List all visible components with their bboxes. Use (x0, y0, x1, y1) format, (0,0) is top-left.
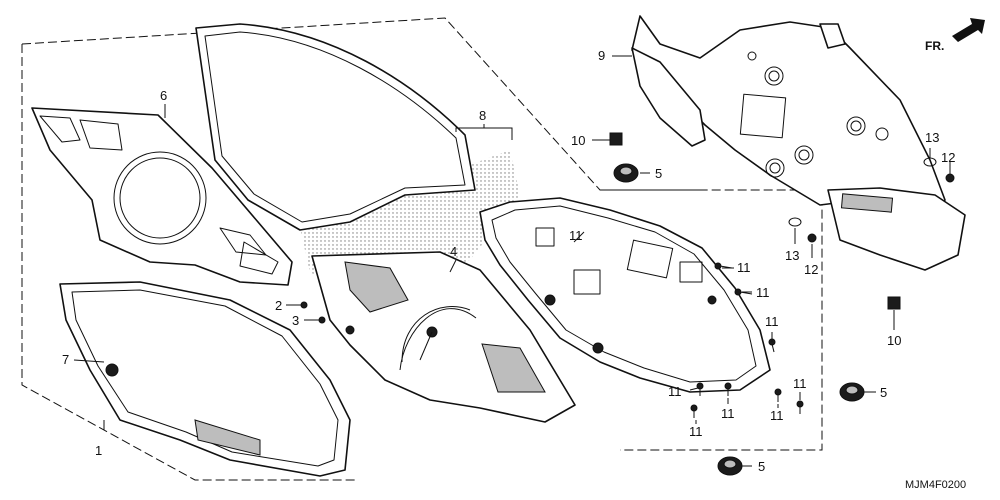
callout-5: 5 (655, 166, 662, 181)
callout-13: 13 (925, 130, 939, 145)
callouts: 1 2 3 4 5 5 5 6 7 8 9 10 10 11 11 11 11 … (62, 48, 955, 474)
callout-9: 9 (598, 48, 605, 63)
callout-8: 8 (479, 108, 486, 123)
clip-nut (609, 132, 623, 146)
grommet (717, 456, 743, 476)
direction-label: FR. (925, 39, 944, 53)
front-top-cover (631, 15, 966, 271)
callout-2: 2 (275, 298, 282, 313)
direction-marker: FR. (925, 18, 985, 53)
diagram-code: MJM4F0200 (905, 479, 966, 491)
callout-11: 11 (793, 376, 807, 391)
callout-4: 4 (450, 244, 457, 259)
callout-1: 1 (95, 443, 102, 458)
meter-housing (479, 197, 771, 393)
callout-11: 11 (668, 384, 682, 399)
meter-case-cover (59, 281, 351, 477)
callout-3: 3 (292, 313, 299, 328)
leader-lines (73, 55, 951, 467)
callout-11: 11 (569, 228, 583, 243)
clip-nut (887, 296, 901, 310)
callout-10: 10 (571, 133, 585, 148)
callout-11: 11 (765, 314, 779, 329)
callout-11: 11 (689, 424, 703, 439)
callout-11: 11 (756, 285, 770, 300)
arrow-icon (952, 18, 985, 42)
callout-12: 12 (804, 262, 818, 277)
callout-11: 11 (721, 406, 735, 421)
callout-5: 5 (758, 459, 765, 474)
callout-11: 11 (737, 260, 751, 275)
meter-lens (195, 23, 476, 231)
callout-12: 12 (941, 150, 955, 165)
assembly-boundary (21, 17, 823, 481)
callout-10: 10 (887, 333, 901, 348)
callout-11: 11 (770, 408, 784, 423)
screw (690, 262, 804, 418)
callout-5: 5 (880, 385, 887, 400)
grommet (839, 382, 865, 402)
callout-6: 6 (160, 88, 167, 103)
callout-7: 7 (62, 352, 69, 367)
grommet (613, 163, 639, 183)
callout-13: 13 (785, 248, 799, 263)
meter-board (311, 251, 576, 423)
meter-panel-bezel (31, 107, 293, 286)
small-fastener (105, 157, 955, 377)
